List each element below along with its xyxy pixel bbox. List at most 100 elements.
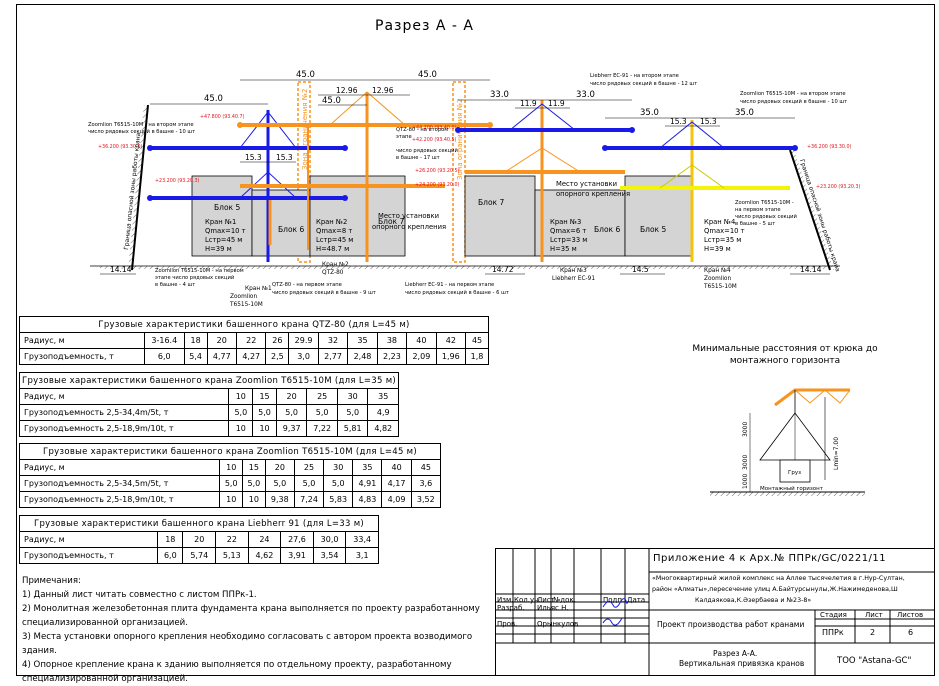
dim-153-d: 15.3 xyxy=(700,117,717,126)
note-2-b: этапе xyxy=(396,134,412,140)
note-1-a: Zoomlion T6515-10M - на втором этапе xyxy=(88,122,194,128)
table-caption: Грузовые характеристики башенного крана … xyxy=(19,443,441,460)
elevation-1: +47.800 (93.40.7) xyxy=(200,114,245,120)
crane-2-lstr: Lстр=45 м xyxy=(316,236,353,244)
project-line-1: «Многоквартирный жилой комплекс на Аллее… xyxy=(652,575,905,582)
support-note-1-b: опорного крепления xyxy=(372,223,446,231)
dim-1296-b: 12.96 xyxy=(372,86,394,95)
dim-35-a: 35.0 xyxy=(640,108,659,118)
crane-2 xyxy=(237,91,493,262)
elevation-9: +36.200 (93.30.0) xyxy=(807,144,852,150)
dim-45-d: 45.0 xyxy=(322,96,341,106)
crane-1-name: Кран №1 xyxy=(205,218,236,226)
crane-4-lstr: Lстр=35 м xyxy=(704,236,741,244)
crane-3 xyxy=(455,100,635,262)
dim-3000-a: 3000 xyxy=(742,422,749,437)
note-8-c: число рядовых секций xyxy=(735,213,797,220)
note-1-b: число рядовых секций в башне - 10 шт xyxy=(88,128,195,135)
dim-119-b: 11.9 xyxy=(548,99,565,108)
building-block-6-left xyxy=(251,189,311,257)
crane-4-h: H=39 м xyxy=(704,245,731,253)
dim-153-b: 15.3 xyxy=(276,153,293,162)
crane-3-qmax: Qmax=6 т xyxy=(550,227,586,235)
elevation-3: +42.200 (93.40.5) xyxy=(412,137,457,143)
table-zoomlion-45: Грузовые характеристики башенного крана … xyxy=(18,443,442,508)
block-5-right-label: Блок 5 xyxy=(640,225,666,234)
notes-header: Примечания: xyxy=(22,576,81,586)
table-caption: Грузовые характеристики башенного крана … xyxy=(19,316,489,333)
block-7-right-label: Блок 7 xyxy=(478,198,504,207)
stage-header: Стадия xyxy=(820,611,847,619)
dim-35-b: 35.0 xyxy=(735,108,754,118)
dim-1472: 14.72 xyxy=(492,265,514,274)
crane-1-lstr: Lстр=45 м xyxy=(205,236,242,244)
note-8-b: на первом этапе xyxy=(735,207,781,213)
col-list: Лист xyxy=(537,596,555,604)
crane-3-lstr: Lстр=33 м xyxy=(550,236,587,244)
crane-2-qmax: Qmax=8 т xyxy=(316,227,352,235)
building-block-6-right xyxy=(534,189,626,257)
note-item: 3) Места установки опорного крепления не… xyxy=(22,632,473,656)
sheet-value: 2 xyxy=(870,628,876,637)
work-title: Проект производства работ кранами xyxy=(657,620,805,629)
signature-1 xyxy=(602,598,628,608)
dim-153-c: 15.3 xyxy=(670,117,687,126)
project-line-2: район «Алматы»,пересечение улиц А.Байтур… xyxy=(652,586,898,593)
support-note-2-b: опорного крепления xyxy=(556,190,630,198)
table-liebherr: Грузовые характеристики башенного крана … xyxy=(18,515,379,564)
block-6-left-label: Блок 6 xyxy=(278,225,304,234)
sheet-header: Лист xyxy=(865,611,883,619)
note-3-a: Liebherr EC-91 - на втором этапе xyxy=(590,73,679,79)
min-distance-title: Минимальные расстояния от крюка до монта… xyxy=(692,344,878,366)
crane-4 xyxy=(602,120,798,262)
building-block-7-left xyxy=(309,175,406,257)
dim-33-b: 33.0 xyxy=(576,90,595,100)
note-7-a: Liebherr EC-91 - на первом этапе xyxy=(405,282,494,288)
crane-1-h: H=39 м xyxy=(205,245,232,253)
signature-2 xyxy=(602,617,623,626)
crane-3-tag-no: Кран №3 xyxy=(560,268,587,274)
dim-33-a: 33.0 xyxy=(490,90,509,100)
table-caption: Грузовые характеристики башенного крана … xyxy=(18,372,400,389)
crane-1-qmax: Qmax=10 т xyxy=(205,227,246,235)
note-2-c: число рядовых секций xyxy=(396,147,458,154)
dim-1414-a: 14.14 xyxy=(110,265,132,274)
dim-119-a: 11.9 xyxy=(520,99,537,108)
drawing-name-2: Вертикальная привязка кранов xyxy=(679,659,805,668)
crane-1-tag-type: T6515-10M xyxy=(229,302,263,308)
danger-zone-right-label: Граница опасной зоны работы крана xyxy=(798,158,841,272)
crane-4-name: Кран №4 xyxy=(704,218,735,226)
dim-1414-b: 14.14 xyxy=(800,265,822,274)
elevation-2: +44.200 (93.40.0) xyxy=(412,125,457,131)
crane-1-tag-model: Zoomlion xyxy=(230,294,257,300)
min-distance-diagram: Груз Монтажный горизонт 3000 3000 1000 L… xyxy=(710,388,865,496)
note-7-b: число рядовых секций в башне - 6 шт xyxy=(405,289,509,296)
crane-4-tag-type: T6515-10M xyxy=(703,284,737,290)
note-4-b: число рядовых секций в башне - 10 шт xyxy=(740,98,847,105)
dim-45-b: 45.0 xyxy=(296,70,315,80)
dim-45-a: 45.0 xyxy=(204,94,223,104)
role-checker: Пров. xyxy=(497,620,518,628)
elevation-5: +26.200 (93.20.5) xyxy=(415,168,460,174)
company-name: ТОО "Astana-GC" xyxy=(837,656,912,666)
crane-2-tag-model: QTZ-80 xyxy=(322,270,344,276)
table-zoomlion-35: Грузовые характеристики башенного крана … xyxy=(18,372,400,437)
col-data: Дата xyxy=(627,596,646,604)
col-ndok: №док. xyxy=(553,596,576,604)
note-5-b: этапе число рядовых секций xyxy=(155,274,234,281)
col-koluch: Кол.уч. xyxy=(514,596,541,604)
note-6-a: QTZ-80 - на первом этапе xyxy=(272,282,342,288)
note-5-a: Zoomlion T6515-10M - на первом xyxy=(155,268,244,274)
dim-1000: 1000 xyxy=(742,474,749,489)
elevation-4: +36.200 (93.30.0) xyxy=(98,144,143,150)
drawing-code: Приложение 4 к Арх.№ ППРк/GC/0221/11 xyxy=(653,553,887,564)
col-izm: Изм. xyxy=(497,596,514,604)
